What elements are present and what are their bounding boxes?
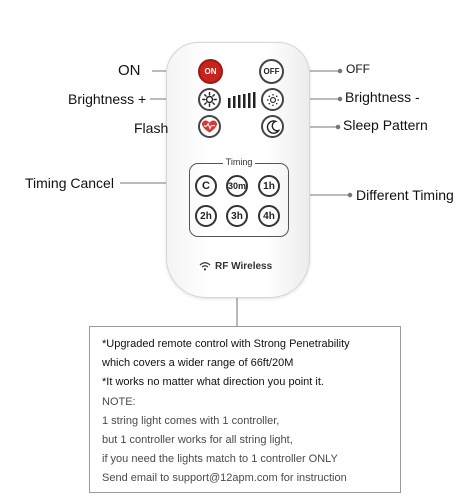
moon-icon	[266, 119, 280, 134]
timing-1h-button[interactable]: 1h	[258, 175, 280, 197]
timing-4h-button[interactable]: 4h	[258, 205, 280, 227]
info-line-2: which covers a wider range of 66ft/20M	[102, 357, 294, 370]
rf-wireless-badge: RF Wireless	[199, 259, 289, 273]
info-line-8: Send email to support@12apm.com for inst…	[102, 472, 347, 485]
brightness-level-bars	[228, 92, 256, 108]
info-line-5: 1 string light comes with 1 controller,	[102, 414, 280, 427]
info-line-3: *It works no matter what direction you p…	[102, 376, 324, 389]
label-on: ON	[118, 62, 141, 79]
info-line-6: but 1 controller works for all string li…	[102, 434, 293, 447]
rf-wireless-label: RF Wireless	[215, 260, 273, 272]
label-timing-cancel: Timing Cancel	[25, 175, 114, 191]
timing-30m-button[interactable]: 30m	[226, 175, 248, 197]
off-button[interactable]: OFF	[259, 59, 284, 84]
timing-cancel-button[interactable]: C	[195, 175, 217, 197]
label-sleep-pattern: Sleep Pattern	[343, 117, 428, 133]
label-off: OFF	[346, 62, 370, 76]
brightness-down-button[interactable]	[261, 88, 284, 111]
info-line-1: *Upgraded remote control with Strong Pen…	[102, 338, 350, 350]
flash-button[interactable]	[198, 115, 221, 138]
label-brightness-down: Brightness -	[345, 89, 420, 105]
timing-2h-button[interactable]: 2h	[195, 205, 217, 227]
sleep-pattern-button[interactable]	[261, 115, 284, 138]
wifi-icon	[199, 262, 211, 271]
timing-title: Timing	[223, 157, 255, 167]
label-brightness-up: Brightness +	[68, 91, 147, 107]
heart-icon	[202, 119, 217, 133]
on-button[interactable]: ON	[198, 59, 223, 84]
label-different-timing: Different Timing	[356, 187, 454, 203]
info-note-heading: NOTE:	[102, 395, 136, 408]
dim-sun-icon	[266, 93, 279, 106]
timing-3h-button[interactable]: 3h	[226, 205, 248, 227]
label-flash: Flash	[134, 120, 169, 136]
info-box: *Upgraded remote control with Strong Pen…	[89, 326, 401, 493]
brightness-up-button[interactable]	[198, 88, 221, 111]
info-line-7: if you need the lights match to 1 contro…	[102, 453, 338, 466]
sun-icon	[202, 92, 217, 107]
